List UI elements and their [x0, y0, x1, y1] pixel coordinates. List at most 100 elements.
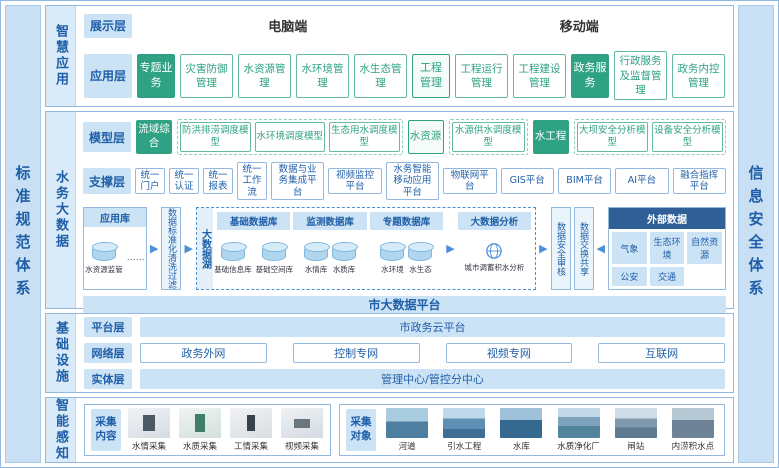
database-cylinder-icon — [262, 241, 289, 261]
support-item: GIS平台 — [500, 168, 554, 195]
photo-caption: 水情采集 — [131, 442, 166, 452]
infrastructure-label: 基础设施 — [53, 321, 68, 385]
db-cylinder-item: 基础信息库 — [214, 241, 252, 275]
network-item: 互联网 — [598, 343, 725, 363]
app-item: 政务内控管理 — [672, 53, 725, 98]
database-cylinder-icon — [304, 241, 331, 261]
support-item: 物联网平台 — [443, 167, 497, 195]
photo-caption: 引水工程 — [447, 442, 482, 452]
entity-layer-chip: 实体层 — [84, 369, 132, 389]
analysis-caption: 城市调蓄积水分析 — [464, 263, 525, 273]
application-db-header: 应用库 — [84, 208, 146, 228]
project-management-tag: 工程管理 — [412, 53, 450, 98]
support-item: 统一认证 — [169, 167, 199, 195]
external-item: 生态环境 — [649, 232, 685, 265]
photo-caption: 工情采集 — [233, 442, 268, 452]
photo-caption: 视频采集 — [284, 442, 319, 452]
db-group-header: 监测数据库 — [293, 212, 367, 231]
external-data-header: 外部数据 — [609, 208, 725, 230]
ellipsis-label: …… — [126, 253, 145, 264]
flow-arrow-left-icon — [597, 243, 605, 254]
external-item: 自然资源 — [687, 232, 722, 265]
section-label-infrastructure: 基础设施 — [46, 314, 76, 392]
model-item: 水源供水调度模型 — [451, 122, 525, 152]
cylinder-caption: 水生态 — [409, 264, 432, 274]
support-item: 融合指挥平台 — [672, 167, 726, 195]
app-item: 水环境管理 — [296, 53, 349, 98]
object-item: 河道 — [385, 408, 429, 452]
external-data-grid: 气象 生态环境 自然资源 公安 交通 — [609, 229, 725, 289]
water-project-tag: 水工程 — [532, 120, 569, 154]
support-item: 统一报表 — [203, 167, 233, 195]
support-item: 视频监控平台 — [328, 167, 382, 195]
support-item: BIM平台 — [557, 168, 612, 195]
analysis-item: 城市调蓄积水分析 — [464, 242, 524, 272]
water-quality-sensor-photo — [179, 408, 221, 438]
platform-layer-chip: 平台层 — [84, 317, 132, 337]
db-group-thematic: 专题数据库 水环境 水生态 — [369, 212, 444, 285]
app-item: 工程运行管理 — [455, 53, 508, 98]
basin-model-group: 防洪排涝调度模型 水环境调度模型 生态用水调度模型 — [177, 119, 403, 155]
smart-application-label: 智慧应用 — [53, 24, 68, 88]
water-big-data-label: 水务大数据 — [53, 170, 68, 250]
standards-system-bar: 标准规范体系 — [5, 5, 41, 463]
data-exchange-label: 数据交换共享 — [578, 221, 589, 276]
photo-caption: 闸站 — [627, 442, 645, 452]
gov-service-tag: 政务服务 — [571, 53, 609, 98]
object-item: 闸站 — [614, 408, 658, 452]
cylinder-caption: 水资源监管 — [85, 265, 123, 275]
network-layer-row: 网络层 政务外网 控制专网 视频专网 互联网 — [84, 343, 725, 363]
smart-application-body: 展示层 电脑端 移动端 应用层 专题业务 灾害防御管理 水资源管理 水环境管理 … — [76, 6, 733, 106]
db-group-header: 大数据分析 — [457, 212, 532, 231]
collect-item: 工情采集 — [229, 408, 273, 452]
city-big-data-platform-bar: 市大数据平台 — [83, 296, 726, 314]
db-cylinder-item: 基础空间库 — [255, 241, 294, 275]
water-big-data-body: 模型层 流域综合 防洪排涝调度模型 水环境调度模型 生态用水调度模型 水资源 水… — [76, 112, 733, 314]
support-item: 统一工作流 — [237, 162, 267, 201]
data-lake-box: 大数据湖 基础数据库 基础信息库 — [195, 207, 537, 291]
app-item: 水生态管理 — [354, 53, 407, 98]
db-group-header: 专题数据库 — [369, 212, 444, 231]
mobile-side-label: 移动端 — [559, 20, 599, 36]
purification-plant-photo — [557, 408, 600, 438]
db-cylinder-item: 水情库 — [304, 241, 331, 275]
section-smart-application: 智慧应用 展示层 电脑端 移动端 应用层 专题业务 灾害防御管理 水资源管理 水… — [45, 5, 734, 107]
data-security-audit-label: 数据安全审核 — [555, 221, 566, 276]
data-lake-row: 应用库 水资源监管 …… 数据标准化清洗过滤 — [83, 207, 726, 291]
support-item: 统一门户 — [135, 167, 165, 195]
db-group-analysis: 大数据分析 城市调蓄积水分析 — [457, 212, 532, 285]
pc-side-label: 电脑端 — [268, 20, 308, 36]
object-item: 引水工程 — [442, 408, 486, 452]
db-cylinder-item: 水生态 — [408, 241, 435, 275]
cylinder-caption: 基础空间库 — [255, 264, 294, 274]
special-business-tag: 专题业务 — [137, 53, 175, 98]
clean-filter-box: 数据标准化清洗过滤 — [161, 207, 182, 291]
database-cylinder-icon — [380, 241, 407, 261]
database-cylinder-icon — [408, 241, 435, 261]
flow-arrow-icon — [150, 243, 158, 254]
water-level-sensor-photo — [128, 408, 170, 438]
section-infrastructure: 基础设施 平台层 市政务云平台 网络层 政务外网 控制专网 视频专网 互联网 — [45, 313, 734, 393]
cylinder-caption: 基础信息库 — [214, 264, 252, 274]
diagram-main: 智慧应用 展示层 电脑端 移动端 应用层 专题业务 灾害防御管理 水资源管理 水… — [45, 5, 734, 463]
security-system-bar: 信息安全体系 — [738, 5, 774, 463]
db-group-body: 基础信息库 基础空间库 — [214, 230, 293, 285]
cylinder-caption: 水环境 — [381, 264, 404, 274]
collect-item: 视频采集 — [280, 408, 324, 452]
data-lake-label: 大数据湖 — [199, 228, 211, 269]
section-intelligent-perception: 智能感知 采集内容 水情采集 水质采集 — [45, 397, 734, 463]
db-cylinder-item: 水质库 — [332, 241, 359, 275]
application-layer-row: 应用层 专题业务 灾害防御管理 水资源管理 水环境管理 水生态管理 工程管理 工… — [84, 51, 725, 100]
object-item: 内涝积水点 — [671, 408, 715, 452]
support-layer-chip: 支撑层 — [83, 168, 131, 195]
support-layer-row: 支撑层 统一门户 统一认证 统一报表 统一工作流 数据与业务集成平台 视频监控平… — [83, 162, 726, 201]
db-cylinder-item: 水环境 — [380, 241, 407, 275]
section-label-water-big-data: 水务大数据 — [46, 112, 76, 308]
database-cylinder-icon — [92, 242, 118, 262]
section-water-big-data: 水务大数据 模型层 流域综合 防洪排涝调度模型 水环境调度模型 生态用水调度模型… — [45, 111, 734, 314]
object-item: 水质净化厂 — [557, 408, 601, 452]
perception-body: 采集内容 水情采集 水质采集 工情采集 — [76, 398, 733, 462]
collect-content-items: 水情采集 水质采集 工情采集 视频采集 — [127, 408, 324, 452]
app-item: 行政服务及监督管理 — [614, 51, 667, 100]
